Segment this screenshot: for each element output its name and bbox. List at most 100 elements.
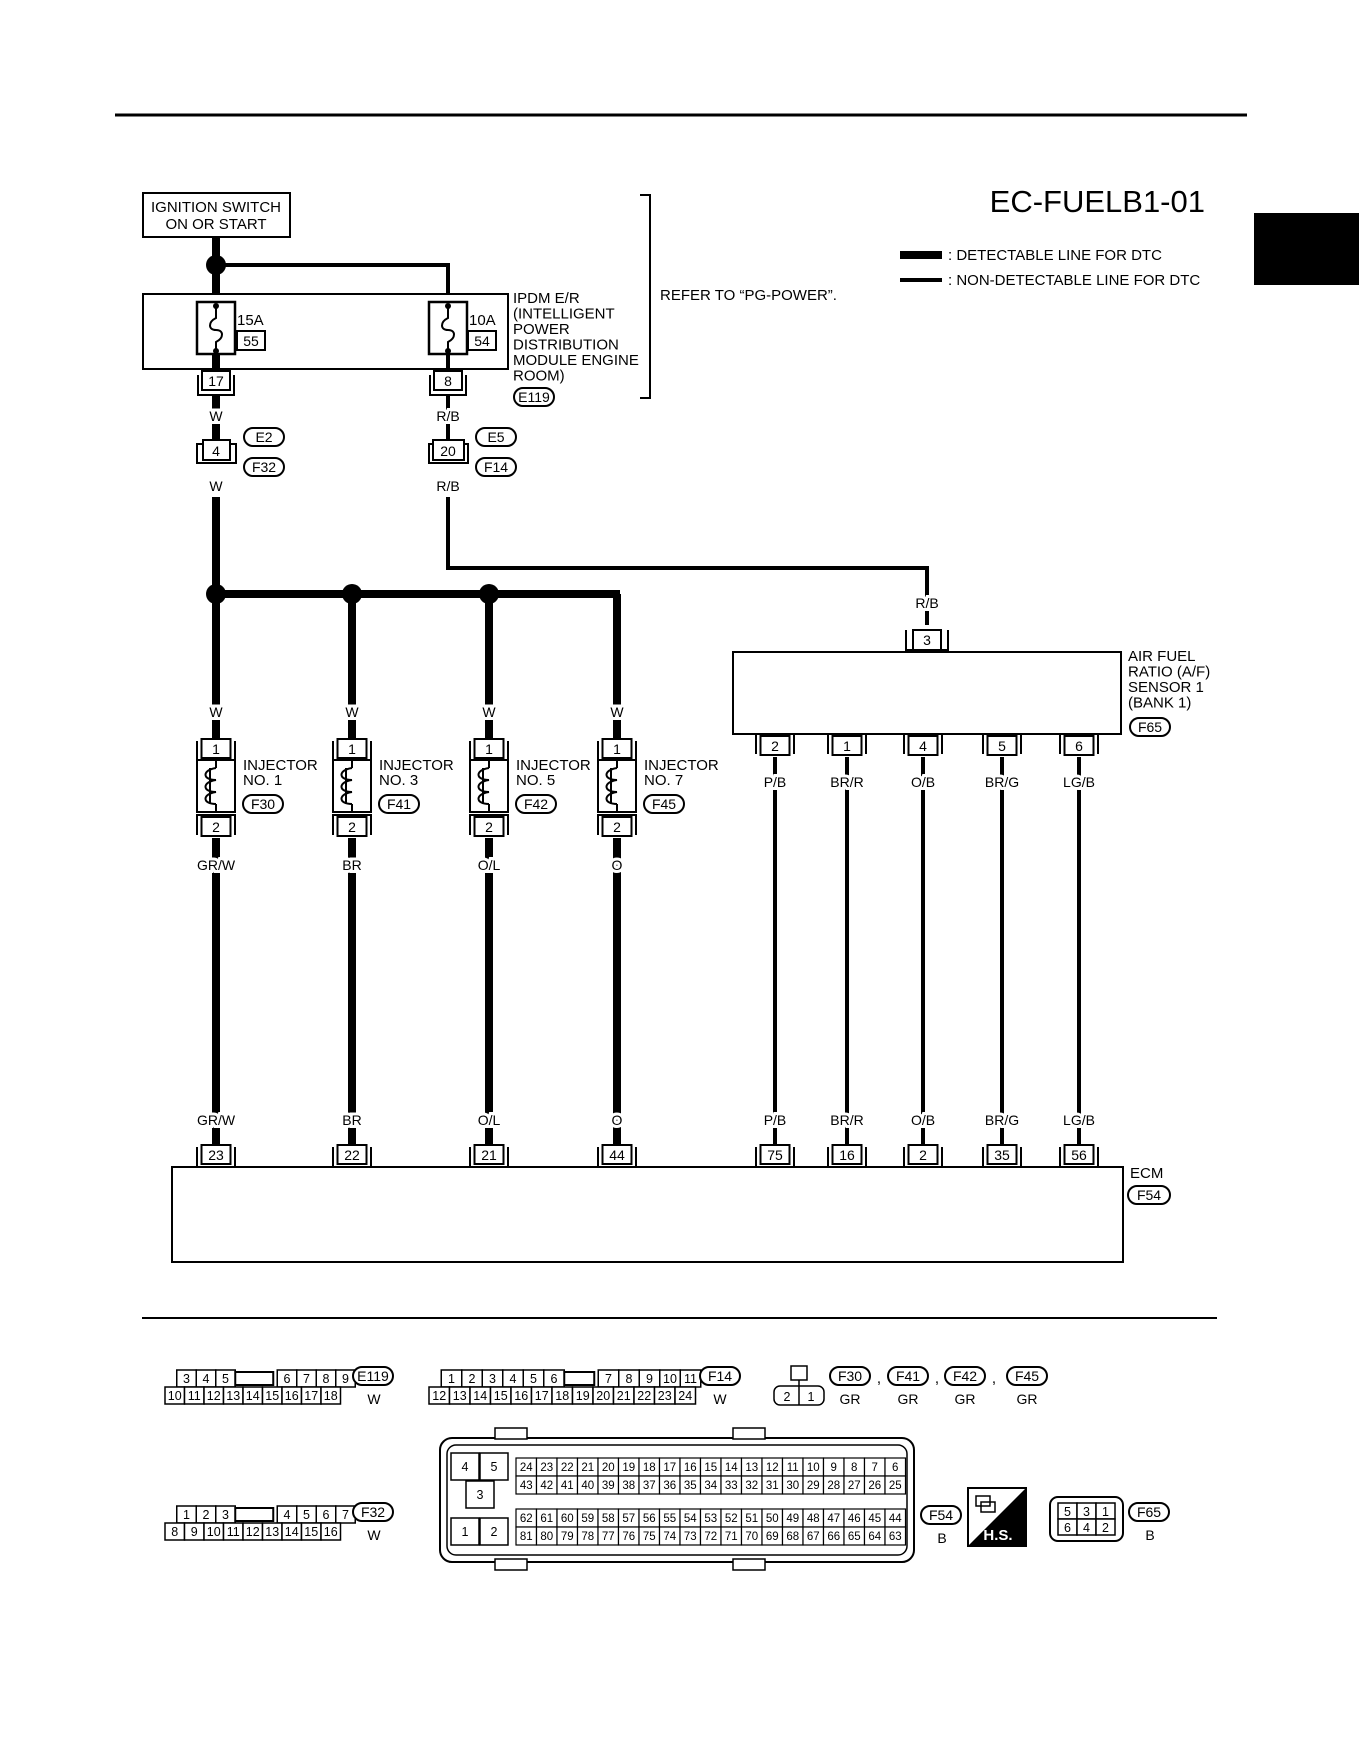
pin: 18 (555, 1389, 569, 1403)
pin: 14 (285, 1525, 299, 1539)
f54-pin: 76 (622, 1531, 635, 1543)
pin: 17 (304, 1389, 318, 1403)
f54-color: B (937, 1530, 946, 1546)
joint-connector-e2-f32: 4 E2 F32 (196, 427, 285, 477)
f65-pin: 4 (1083, 1521, 1090, 1535)
f54-pin: 73 (684, 1531, 697, 1543)
injector-connector: F30 (251, 796, 275, 812)
ecm-pin-number: 35 (994, 1147, 1010, 1163)
pin: 10 (168, 1389, 182, 1403)
inj-connector-name-bubble (944, 1366, 986, 1386)
f54-pin: 39 (602, 1480, 615, 1492)
f54-pin: 13 (745, 1462, 758, 1474)
pin: 13 (265, 1525, 279, 1539)
f54-pin: 46 (848, 1513, 861, 1525)
af-sensor-top-terminal: 3 (905, 629, 949, 651)
pin: 5 (303, 1508, 310, 1522)
af-pin-number: 2 (771, 738, 779, 754)
f54-pin: 19 (622, 1462, 635, 1474)
pin: 17 (535, 1389, 549, 1403)
pin: 9 (646, 1372, 653, 1386)
f54-pin: 54 (684, 1513, 697, 1525)
injector-label: INJECTOR (644, 757, 719, 774)
f54-pin: 52 (725, 1513, 738, 1525)
f65-pin: 2 (1102, 1521, 1109, 1535)
ipdm-terminal-b: 8 (429, 370, 467, 396)
joint-connector-e5-f14: 20 E5 F14 (428, 427, 517, 477)
svg-text:17: 17 (208, 373, 224, 389)
f54-pin: 12 (766, 1462, 779, 1474)
ipdm-label-line: DISTRIBUTION (513, 337, 619, 354)
f54-pin: 26 (868, 1480, 881, 1492)
f54-pin: 33 (725, 1480, 738, 1492)
f54-pin: 45 (868, 1513, 881, 1525)
injector-connector: F45 (652, 796, 676, 812)
wire-w-top: W (209, 408, 223, 424)
pin: 11 (188, 1389, 201, 1403)
injector-pin-bottom: 2 (485, 819, 493, 835)
f54-pin: 67 (807, 1531, 820, 1543)
af-label-line: (BANK 1) (1128, 695, 1191, 712)
connector-e5: E5 (487, 429, 504, 445)
ipdm-label-line: IPDM E/R (513, 290, 580, 307)
f54-pin: 60 (561, 1513, 574, 1525)
injector-connector-bubble (515, 794, 557, 814)
pin: 3 (222, 1508, 229, 1522)
f54-pin: 43 (520, 1480, 533, 1492)
f54-pin: 24 (520, 1462, 533, 1474)
af-sensor-pin-5: 5BR/G (982, 733, 1022, 1145)
f54-pin: 30 (786, 1480, 799, 1492)
inj-connector-name-bubble (887, 1366, 929, 1386)
pin: 8 (171, 1525, 178, 1539)
inj-pin: 1 (808, 1390, 815, 1404)
f54-small-pin: 2 (491, 1525, 498, 1539)
ecm-wire: BR (342, 1112, 361, 1128)
f32-name: F32 (361, 1504, 385, 1520)
f54-pin: 8 (851, 1462, 857, 1474)
f54-small-pin: 5 (491, 1460, 498, 1474)
ecm-pin-number: 56 (1071, 1147, 1087, 1163)
af-pin-number: 5 (998, 738, 1006, 754)
pin: 15 (494, 1389, 508, 1403)
ecm-pin-number: 75 (767, 1147, 783, 1163)
ipdm-label-line: ROOM) (513, 368, 565, 385)
f54-pin: 34 (704, 1480, 717, 1492)
f54-pin: 18 (643, 1462, 656, 1474)
f54-pin: 17 (663, 1462, 676, 1474)
af-sensor-pin-2: 2P/B (755, 733, 795, 1145)
af-label-line: RATIO (A/F) (1128, 664, 1210, 681)
ipdm-label-line: (INTELLIGENT (513, 306, 615, 323)
inj-connector-name: F45 (1015, 1368, 1039, 1384)
injector-connector: F41 (387, 796, 411, 812)
pin: 16 (514, 1389, 528, 1403)
injector-connector-bubble (378, 794, 420, 814)
ipdm-label-line: POWER (513, 321, 570, 338)
pin: 11 (227, 1525, 240, 1539)
f54-pin: 7 (872, 1462, 878, 1474)
injector-number: NO. 3 (379, 772, 418, 789)
inj-connector-name: F41 (896, 1368, 920, 1384)
pin: 6 (284, 1372, 291, 1386)
ecm-wire: O (612, 1112, 623, 1128)
ignition-label-1: IGNITION SWITCH (151, 199, 281, 216)
pin: 5 (222, 1372, 229, 1386)
ecm-wire: P/B (764, 1112, 787, 1128)
pin: 24 (678, 1389, 692, 1403)
fuse-b-rating: 10A (469, 312, 496, 329)
injector-wire-in: W (482, 704, 496, 720)
f54-pin: 10 (807, 1462, 820, 1474)
ecm-pin-number: 23 (208, 1147, 224, 1163)
injector-wire-in: W (610, 704, 624, 720)
injector-connector-bubble (242, 794, 284, 814)
pin: 4 (284, 1508, 291, 1522)
inj-connector-name: F30 (838, 1368, 862, 1384)
pin: 1 (448, 1372, 455, 1386)
f54-pin: 20 (602, 1462, 615, 1474)
f54-pin: 41 (561, 1480, 574, 1492)
f14-color: W (713, 1391, 727, 1407)
af-pin-number: 4 (919, 738, 927, 754)
